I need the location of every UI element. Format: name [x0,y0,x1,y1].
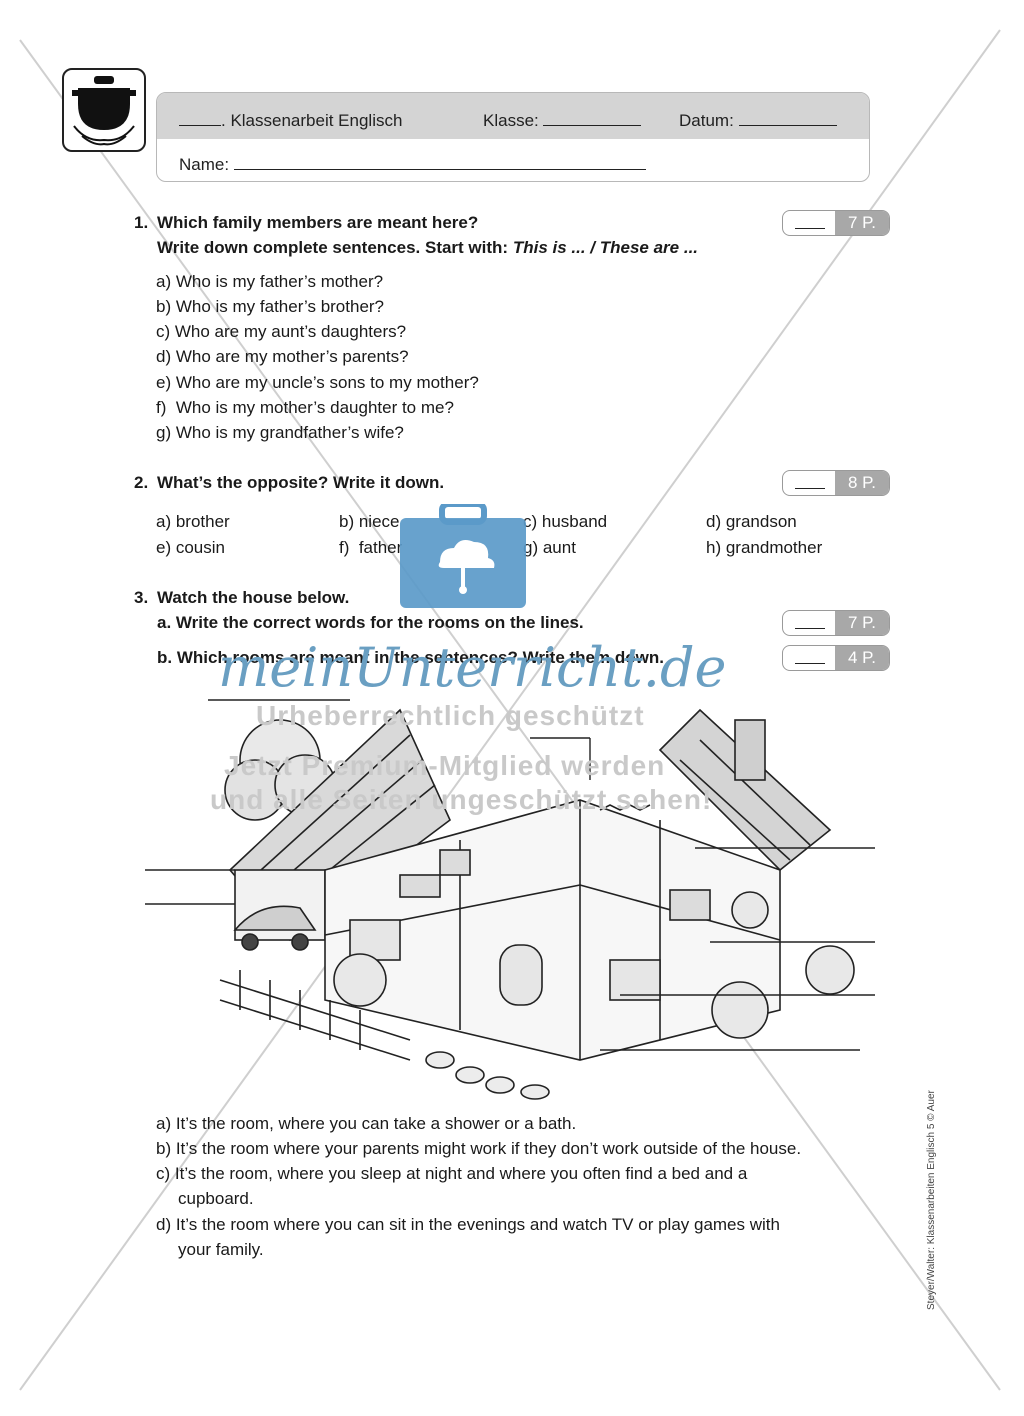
task2-word-d: d) grandson [706,512,797,531]
exam-title-text: . Klassenarbeit Englisch [221,111,403,130]
side-credit: Steyer/Walter: Klassenarbeiten Englisch … [926,1090,942,1310]
task3a-score-box: 7 P. [782,610,890,636]
task2-word-g: g) aunt [523,538,576,557]
task2-word-f: f) father [339,538,403,557]
exam-number-blank[interactable] [179,109,221,126]
task3-sentence-c-cont: cupboard. [178,1189,254,1208]
task3-sentence-d: d) It’s the room where you can sit in th… [156,1215,780,1234]
task3b-score-box: 4 P. [782,645,890,671]
side-credit-text: Steyer/Walter: Klassenarbeiten Englisch … [926,1090,937,1310]
task3-sentence-a: a) It’s the room, where you can take a s… [156,1114,577,1133]
task2-word-c: c) husband [523,512,608,531]
watermark-brand: meinUnterricht.de [218,636,727,699]
klasse-field: Klasse: [483,109,642,131]
datum-blank[interactable] [738,109,837,126]
briefcase-cloud-icon [400,504,526,608]
task2-score-blank[interactable] [795,488,825,489]
datum-label: Datum: [679,111,734,130]
task1-instruction: Write down complete sentences. Start wit… [157,238,698,258]
task2-heading: What’s the opposite? Write it down. [157,473,445,492]
klasse-label: Klasse: [483,111,539,130]
datum-field: Datum: [679,109,837,131]
task1-points: 7 P. [835,211,889,235]
task3-sentence-b: b) It’s the room where your parents migh… [156,1139,802,1158]
task3-sentence-d-cont: your family. [178,1240,264,1259]
task1-instruction-italic: This is ... / These are ... [512,238,699,257]
task1-item-b: b) Who is my father’s brother? [156,297,385,316]
task1-instruction-text: Write down complete sentences. Start wit… [157,238,509,257]
task3-sentence-c: c) It’s the room, where you sleep at nig… [156,1164,748,1183]
task2-word-h: h) grandmother [706,538,823,557]
task1-item-e: e) Who are my uncle’s sons to my mother? [156,373,479,392]
task3a-points: 7 P. [835,611,889,635]
task3a-score-blank[interactable] [795,628,825,629]
task2-word-a: a) brother [156,512,230,531]
task2-word-b: b) niece [339,512,400,531]
task1-item-c: c) Who are my aunt’s daughters? [156,322,407,341]
exam-title: . Klassenarbeit Englisch [179,109,402,131]
task1-heading: Which family members are meant here? [157,213,479,232]
watermark-line3: und alle Seiten ungeschützt sehen! [210,784,713,815]
task1-score-box: 7 P. [782,210,890,236]
task1-item-d: d) Who are my mother’s parents? [156,347,409,366]
task3-heading: Watch the house below. [157,588,350,607]
task1-number: 1. [134,213,149,232]
name-blank[interactable] [233,153,646,170]
task3-sub-a: a. Write the correct words for the rooms… [157,613,584,632]
watermark-line1: Urheberrechtlich geschützt [256,700,645,731]
task1-item-f: f) Who is my mother’s daughter to me? [156,398,454,417]
header-top-band [157,93,869,139]
house-illustration [145,699,875,1100]
name-label: Name: [179,155,230,174]
task3-sub-b: b. Which rooms are meant in the sentence… [157,648,664,667]
task3b-points: 4 P. [835,646,889,670]
task2-number: 2. [134,473,149,492]
task1-score-blank[interactable] [795,228,825,229]
task3-number: 3. [134,588,149,607]
task1-item-g: g) Who is my grandfather’s wife? [156,423,404,442]
watermark-line2: Jetzt Premium-Mitglied werden [224,750,666,781]
task2-score-box: 8 P. [782,470,890,496]
name-field: Name: [179,153,646,175]
task3b-score-blank[interactable] [795,663,825,664]
task2-points: 8 P. [835,471,889,495]
klasse-blank[interactable] [543,109,642,126]
header-box: . Klassenarbeit Englisch Klasse: Datum: … [156,92,870,182]
task1-item-a: a) Who is my father’s mother? [156,272,384,291]
task2-word-e: e) cousin [156,538,225,557]
pot-logo-icon [62,68,146,152]
